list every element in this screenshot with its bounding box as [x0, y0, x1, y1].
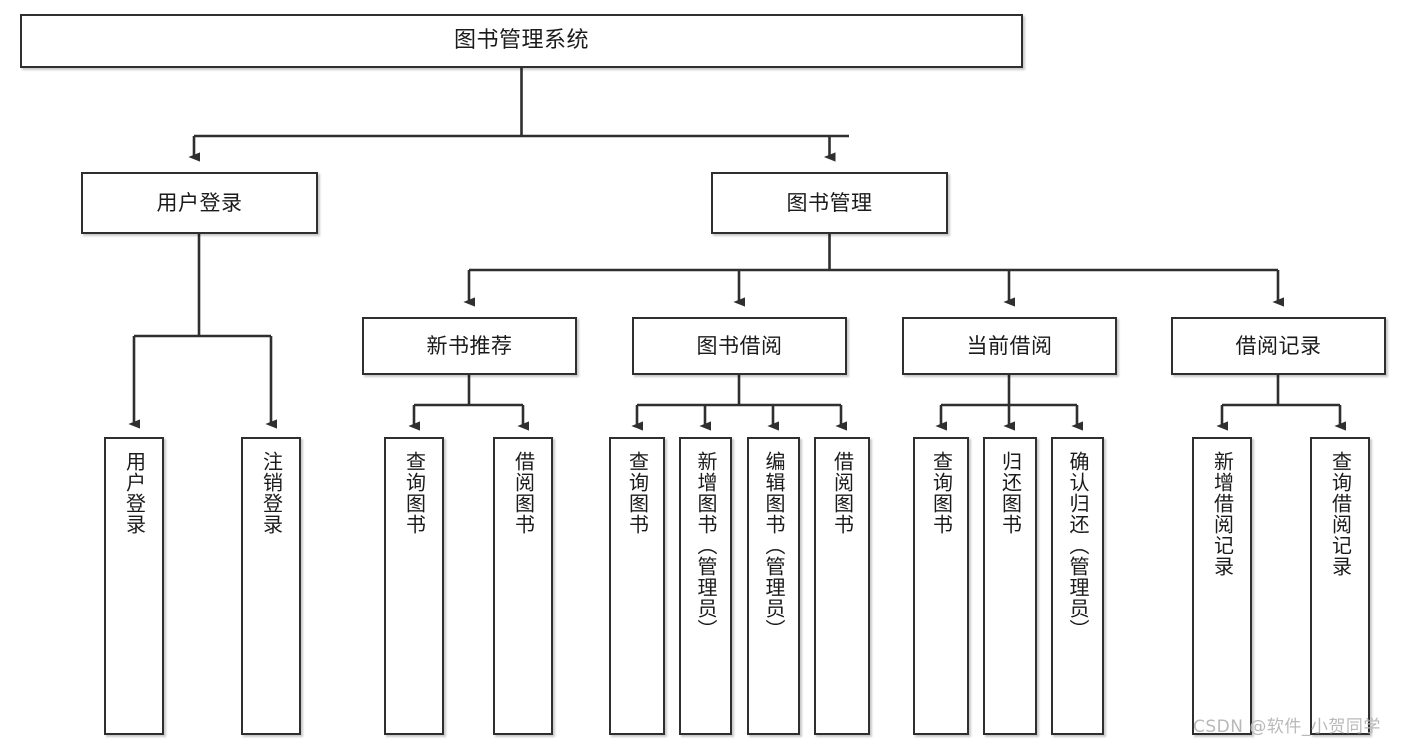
node-leaf-logout-login[interactable]: 注销登录 — [241, 437, 301, 735]
node-book-management[interactable]: 图书管理 — [711, 172, 948, 234]
node-label: 图书借阅 — [696, 333, 783, 358]
node-book-borrowing[interactable]: 图书借阅 — [632, 317, 847, 375]
node-label: 用户登录 — [122, 451, 147, 535]
node-leaf-record-query-record[interactable]: 查询借阅记录 — [1310, 437, 1370, 735]
node-label: 图书管理 — [786, 190, 873, 215]
node-current-borrowing[interactable]: 当前借阅 — [902, 317, 1117, 375]
node-label: 确认归还（管理员） — [1066, 451, 1090, 640]
node-label: 编辑图书（管理员） — [762, 451, 786, 640]
node-label: 新增借阅记录 — [1210, 451, 1235, 577]
node-leaf-borrow-borrow-book[interactable]: 借阅图书 — [814, 437, 870, 735]
node-borrowing-records[interactable]: 借阅记录 — [1171, 317, 1386, 375]
node-root-book-management-system[interactable]: 图书管理系统 — [20, 14, 1023, 68]
node-label: 查询借阅记录 — [1328, 451, 1353, 577]
node-leaf-current-query-book[interactable]: 查询图书 — [913, 437, 969, 735]
node-label: 当前借阅 — [966, 333, 1053, 358]
node-leaf-current-return-book[interactable]: 归还图书 — [983, 437, 1037, 735]
node-label: 新书推荐 — [426, 333, 513, 358]
node-label: 图书管理系统 — [453, 28, 589, 54]
node-label: 借阅图书 — [830, 451, 855, 535]
node-leaf-current-confirm-return[interactable]: 确认归还（管理员） — [1051, 437, 1104, 735]
node-label: 借阅记录 — [1235, 333, 1322, 358]
node-label: 查询图书 — [625, 451, 650, 535]
node-label: 用户登录 — [156, 190, 243, 215]
node-leaf-borrow-query-book[interactable]: 查询图书 — [609, 437, 665, 735]
node-leaf-record-add-record[interactable]: 新增借阅记录 — [1192, 437, 1252, 735]
node-leaf-rec-query-book[interactable]: 查询图书 — [384, 437, 444, 735]
node-label: 归还图书 — [998, 451, 1023, 535]
node-leaf-user-login[interactable]: 用户登录 — [104, 437, 164, 735]
node-leaf-borrow-add-book[interactable]: 新增图书（管理员） — [679, 437, 732, 735]
node-label: 新增图书（管理员） — [694, 451, 718, 640]
node-leaf-borrow-edit-book[interactable]: 编辑图书（管理员） — [747, 437, 800, 735]
node-user-login[interactable]: 用户登录 — [81, 172, 318, 234]
node-label: 注销登录 — [259, 451, 284, 535]
csdn-watermark: CSDN @软件_小贺同学 — [1193, 717, 1381, 737]
node-leaf-rec-borrow-book[interactable]: 借阅图书 — [493, 437, 553, 735]
node-label: 查询图书 — [929, 451, 954, 535]
node-label: 借阅图书 — [511, 451, 536, 535]
node-label: 查询图书 — [402, 451, 427, 535]
node-new-book-recommendation[interactable]: 新书推荐 — [362, 317, 577, 375]
